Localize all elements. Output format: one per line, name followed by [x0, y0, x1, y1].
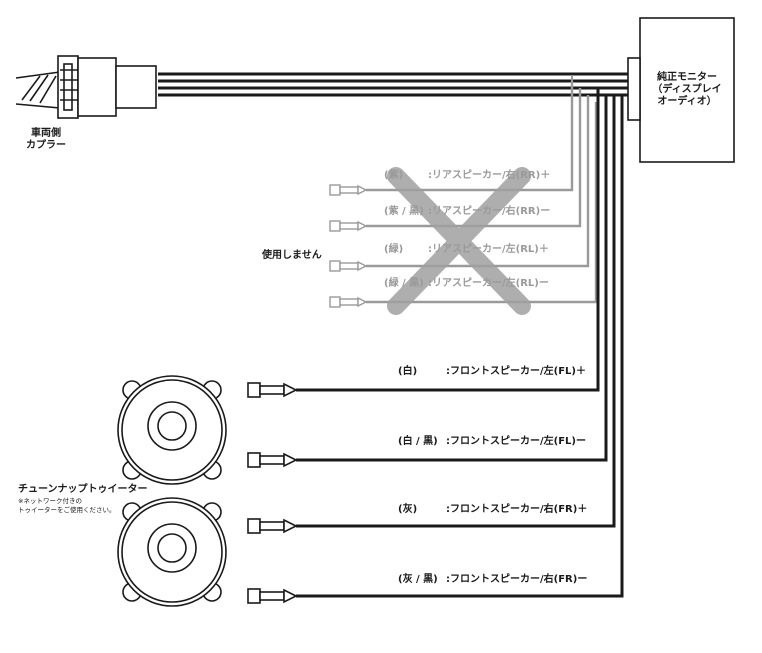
front-wire-desc-1: :フロントスピーカー/左(FL)＋ — [446, 366, 586, 377]
tweeter-note-line1: ※ネットワーク付きの — [18, 497, 82, 505]
front-wire-desc-2: :フロントスピーカー/左(FL)ー — [446, 436, 586, 447]
monitor-label: 純正モニター （ディスプレイ オーディオ） — [642, 72, 732, 108]
tweeter-left — [117, 375, 227, 485]
monitor-label-line3: オーディオ） — [657, 96, 717, 107]
rear-wire-color-4: (緑 / 黒) — [384, 278, 424, 289]
coupler-pins — [60, 69, 78, 101]
tweeter-right — [117, 497, 227, 607]
rear-wire-color-3: (緑) — [384, 244, 404, 255]
front-wire-color-2: (白 / 黒) — [398, 436, 438, 447]
front-wires — [296, 95, 624, 598]
monitor-unit — [627, 17, 735, 163]
rear-wire-desc-4: :リアスピーカー/左(RL)ー — [428, 278, 549, 289]
front-wire-color-1: (白) — [398, 366, 418, 377]
front-connectors — [247, 382, 298, 604]
vehicle-coupler — [15, 55, 157, 119]
rear-wire-desc-2: :リアスピーカー/右(RR)ー — [428, 206, 551, 217]
unused-connectors — [329, 184, 368, 308]
front-wire-desc-4: :フロントスピーカー/右(FR)ー — [446, 574, 588, 585]
tweeter-title: チューンナップトゥイーター — [18, 484, 148, 495]
not-used-label: 使用しません — [262, 250, 322, 261]
coupler-label-line2: カプラー — [26, 140, 66, 151]
not-used-cross-mark — [387, 167, 531, 315]
main-harness — [158, 72, 630, 97]
rear-wire-desc-3: :リアスピーカー/左(RL)＋ — [428, 244, 549, 255]
rear-wire-desc-1: :リアスピーカー/右(RR)＋ — [428, 170, 551, 181]
front-wire-color-4: (灰 / 黒) — [398, 574, 438, 585]
rear-wire-color-1: (紫) — [384, 170, 404, 181]
monitor-label-line2: （ディスプレイ — [652, 84, 722, 95]
monitor-label-line1: 純正モニター — [657, 72, 717, 83]
front-wire-desc-3: :フロントスピーカー/右(FR)＋ — [446, 504, 588, 515]
front-wire-junctions — [596, 88, 624, 118]
front-wire-color-3: (灰) — [398, 504, 418, 515]
coupler-label: 車両側 カプラー — [18, 128, 74, 152]
rear-wire-color-2: (紫 / 黒) — [384, 206, 424, 217]
tweeter-note-line2: トゥイーターをご使用ください。 — [18, 506, 116, 514]
coupler-label-line1: 車両側 — [31, 128, 61, 139]
